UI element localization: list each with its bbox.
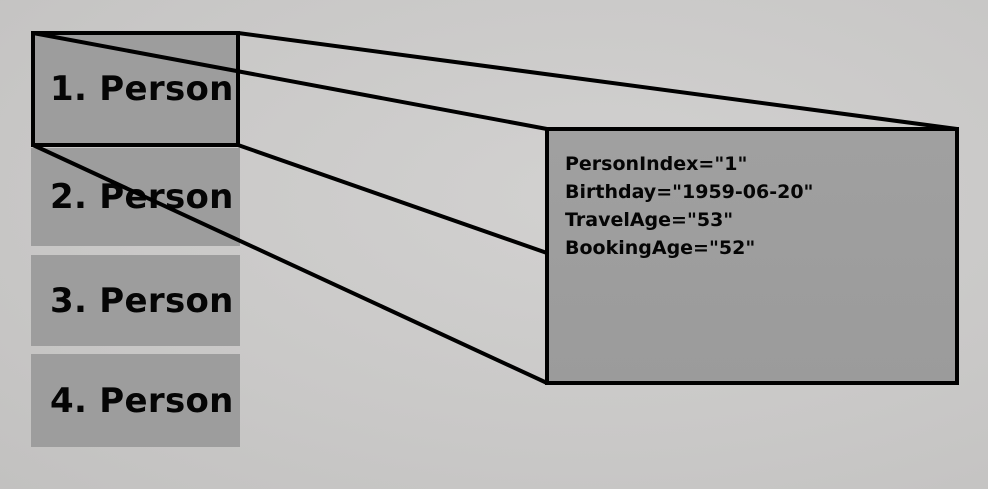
person-label: 1. Person [50,69,234,109]
person-1-outline [31,31,240,147]
detail-birthday: Birthday="1959-06-20" [565,181,814,203]
detail-panel-outline [545,127,959,385]
projection-line-top-left [32,31,548,131]
person-box-4[interactable]: 4. Person [31,354,240,447]
projection-line-bottom-left [32,143,548,385]
detail-travel-age: TravelAge="53" [565,209,734,231]
projection-line-top-right [237,31,958,131]
person-label: 4. Person [50,380,234,421]
detail-booking-age: BookingAge="52" [565,237,756,259]
person-detail-panel: PersonIndex="1" Birthday="1959-06-20" Tr… [547,129,957,383]
person-label: 3. Person [50,280,234,321]
person-box-3[interactable]: 3. Person [31,255,240,346]
detail-person-index: PersonIndex="1" [565,153,748,175]
projection-line-bottom-right [237,143,548,255]
person-box-2[interactable]: 2. Person [31,148,240,246]
